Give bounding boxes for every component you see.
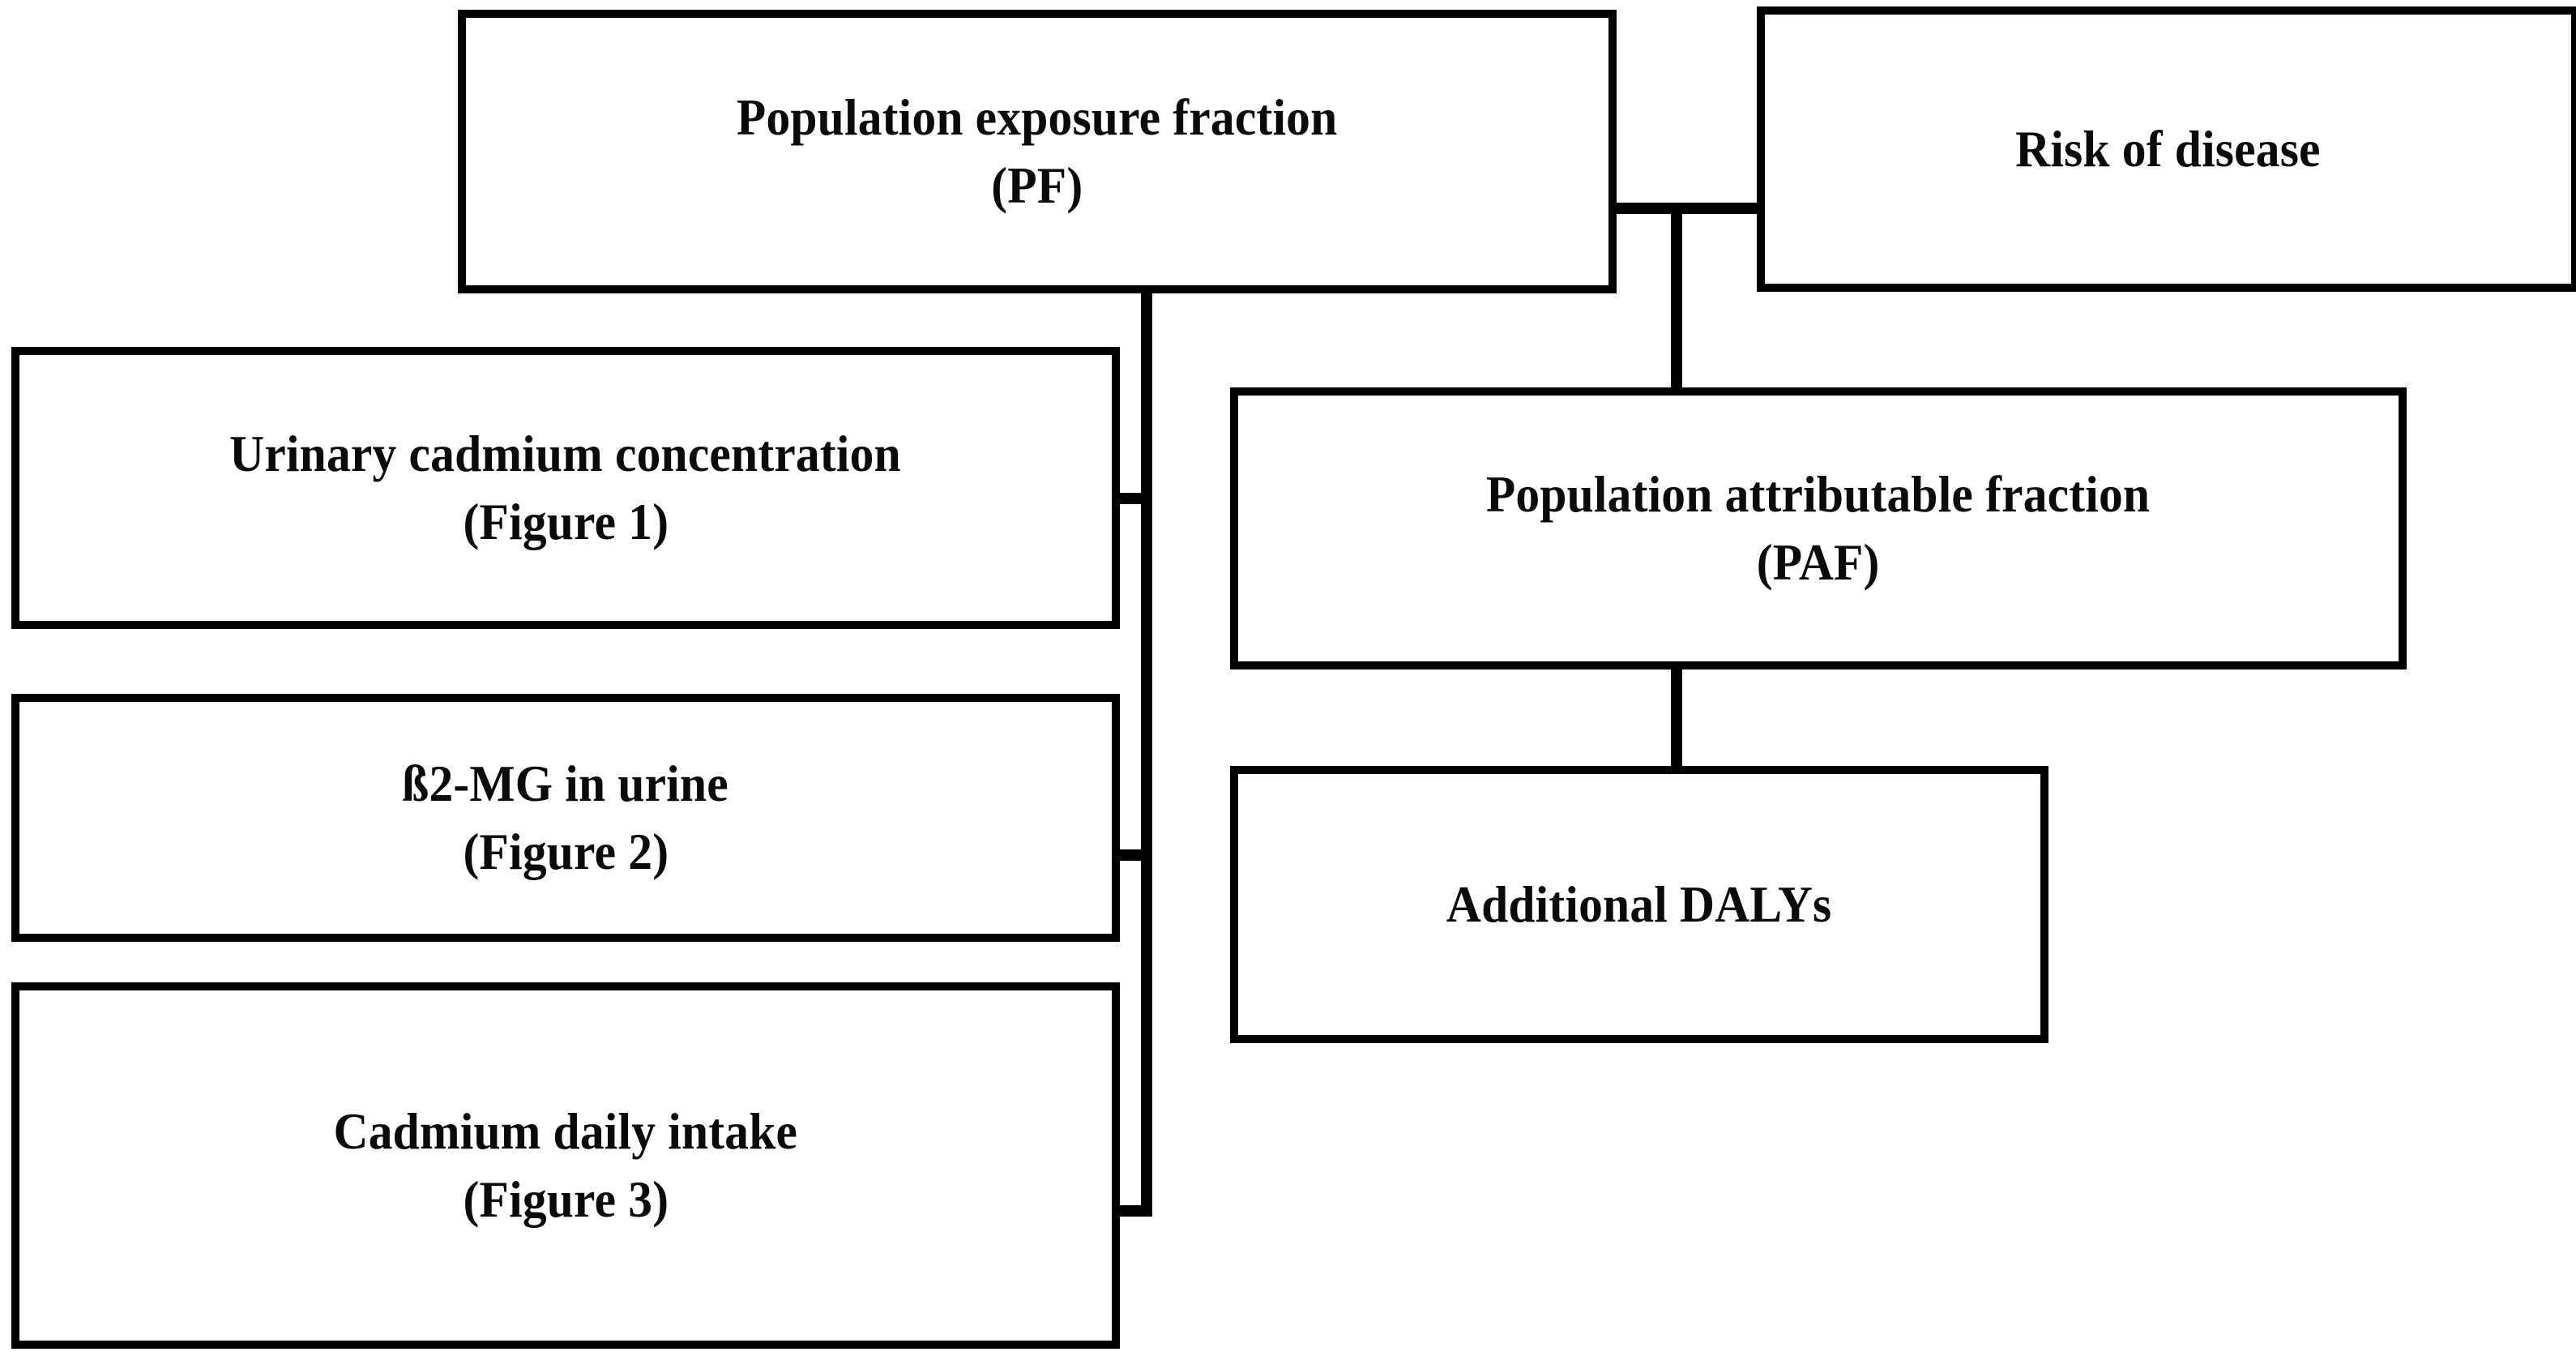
node-pf-line2: (PF) — [991, 156, 1083, 214]
node-risk-of-disease[interactable]: Risk of disease — [1757, 6, 2576, 292]
node-dalys-line1: Additional DALYs — [1446, 875, 1832, 933]
connector-paf-to-dalys — [1671, 665, 1682, 772]
node-population-exposure-fraction[interactable]: Population exposure fraction (PF) — [458, 10, 1617, 293]
connector-junction-to-paf — [1671, 203, 1682, 392]
connector-b2mg-to-trunk — [1112, 849, 1147, 861]
node-b2mg-in-urine[interactable]: ß2-MG in urine (Figure 2) — [11, 694, 1120, 942]
node-cadmium-daily-intake[interactable]: Cadmium daily intake (Figure 3) — [11, 982, 1120, 1349]
node-urinary-line1: Urinary cadmium concentration — [229, 424, 902, 482]
connector-pf-to-left-branch — [1141, 285, 1152, 1216]
node-intake-line1: Cadmium daily intake — [333, 1101, 798, 1160]
connector-urinary-to-trunk — [1112, 493, 1147, 504]
node-urinary-cadmium-concentration[interactable]: Urinary cadmium concentration (Figure 1) — [11, 347, 1120, 629]
node-b2mg-line1: ß2-MG in urine — [402, 754, 729, 812]
node-population-attributable-fraction[interactable]: Population attributable fraction (PAF) — [1230, 387, 2407, 669]
connector-intake-to-trunk — [1112, 1205, 1152, 1217]
node-intake-line2: (Figure 3) — [463, 1170, 669, 1228]
node-pf-line1: Population exposure fraction — [737, 88, 1338, 146]
node-urinary-line2: (Figure 1) — [463, 493, 669, 550]
node-paf-line1: Population attributable fraction — [1486, 464, 2151, 523]
node-additional-dalys[interactable]: Additional DALYs — [1230, 766, 2048, 1043]
node-b2mg-line2: (Figure 2) — [463, 823, 669, 880]
connector-pf-to-risk — [1608, 203, 1764, 214]
node-paf-line2: (PAF) — [1757, 533, 1880, 591]
node-risk-line1: Risk of disease — [2015, 119, 2321, 178]
